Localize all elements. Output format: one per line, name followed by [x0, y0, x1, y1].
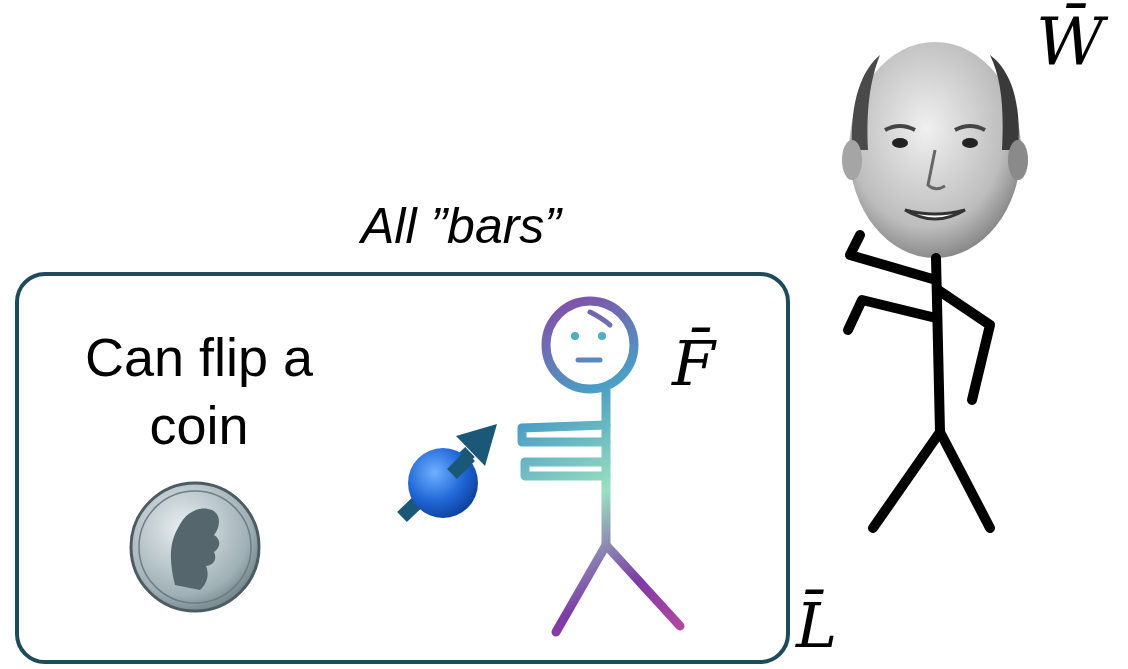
lab-label: L̄	[796, 590, 837, 661]
box-text: Can flip a coin	[39, 324, 359, 459]
observer-label: W̄	[1036, 4, 1104, 80]
friend-figure	[522, 301, 680, 632]
friend-label: F̄	[672, 328, 715, 399]
spin-particle	[402, 424, 497, 518]
coin-icon	[131, 483, 259, 611]
wigner-figure	[842, 42, 1028, 528]
group-heading: All ”bars”	[361, 196, 561, 256]
